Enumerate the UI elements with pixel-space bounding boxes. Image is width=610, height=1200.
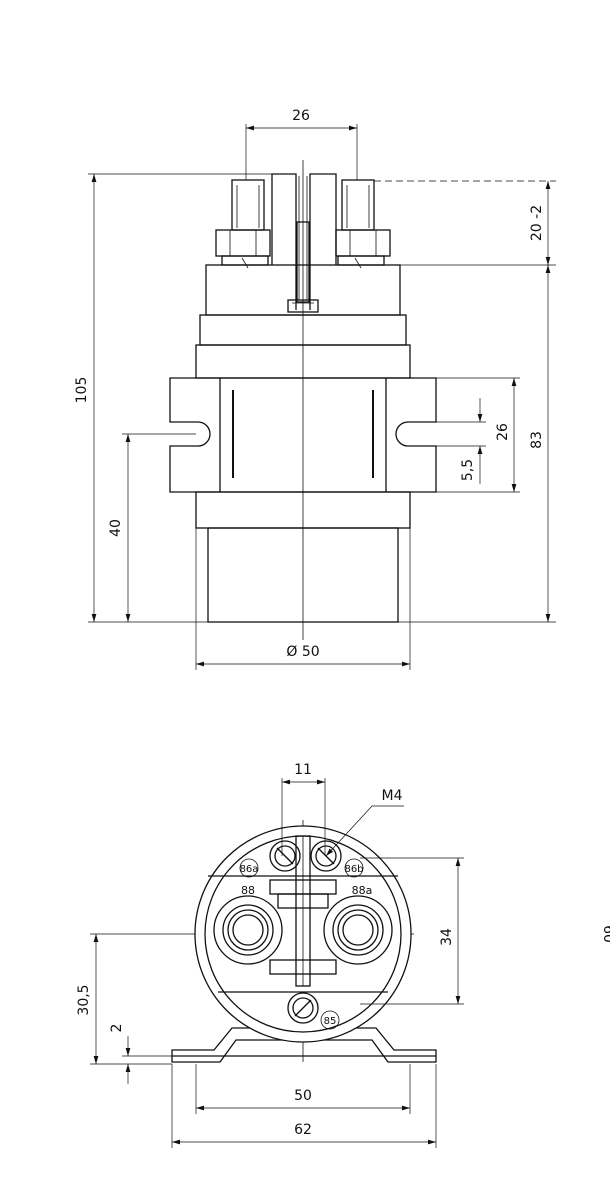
dim-20-2-label: 20 -2 [529, 205, 545, 241]
dim-83-label: 83 [529, 431, 545, 449]
dim-5-5: 5,5 [408, 398, 486, 484]
terminal-85-label: 85 [324, 1016, 337, 1027]
dim-26-slot: 26 [436, 377, 520, 493]
dim-5-5-label: 5,5 [460, 459, 476, 481]
terminal-88-label: 88 [241, 884, 255, 897]
dim-50-label: 50 [294, 1088, 312, 1104]
terminal-88: 88 [213, 884, 283, 965]
dim-50: 50 [195, 1064, 411, 1114]
terminal-86b-label: 86b [344, 864, 363, 875]
dim-11-label: 11 [294, 762, 312, 778]
dim-40: 40 [108, 433, 196, 622]
dim-26-slot-label: 26 [495, 423, 511, 441]
screw-86a: 86a [240, 840, 301, 878]
dim-dia-50: Ø 50 [195, 528, 411, 670]
side-view: 26 20 -2 105 83 26 [74, 108, 556, 670]
left-terminal-stud [215, 179, 271, 269]
dim-dia-50-label: Ø 50 [286, 644, 319, 660]
dim-20-2: 20 -2 [374, 180, 556, 266]
dim-34-label: 34 [439, 928, 455, 946]
dim-11: 11 [281, 762, 326, 856]
dim-40-label: 40 [108, 519, 124, 537]
dim-62: 62 [171, 1064, 437, 1148]
front-view: 88 88a 86a 86b [76, 762, 610, 1148]
dim-30-5: 30,5 [76, 933, 190, 1065]
dim-34: 34 [360, 857, 464, 1005]
terminal-88a: 88a [323, 884, 393, 965]
dim-2: 2 [109, 1024, 172, 1084]
center-partition [269, 835, 337, 987]
center-plates [271, 173, 337, 313]
leader-m4: M4 [325, 788, 404, 857]
base-bracket [171, 1027, 437, 1063]
terminal-88a-label: 88a [352, 884, 373, 897]
dim-26-top: 26 [245, 108, 358, 180]
right-terminal-stud [335, 179, 391, 269]
dim-105-label: 105 [74, 377, 90, 404]
terminal-86a-label: 86a [240, 864, 259, 875]
dim-105: 105 [74, 173, 272, 623]
edge-label: 60 [600, 925, 610, 943]
dim-2-label: 2 [109, 1024, 125, 1033]
dim-83: 83 [398, 265, 556, 623]
dim-62-label: 62 [294, 1122, 312, 1138]
dim-26-top-label: 26 [292, 108, 310, 124]
dim-30-5-label: 30,5 [76, 984, 92, 1015]
m4-label: M4 [382, 788, 403, 804]
screw-85: 85 [287, 992, 340, 1030]
